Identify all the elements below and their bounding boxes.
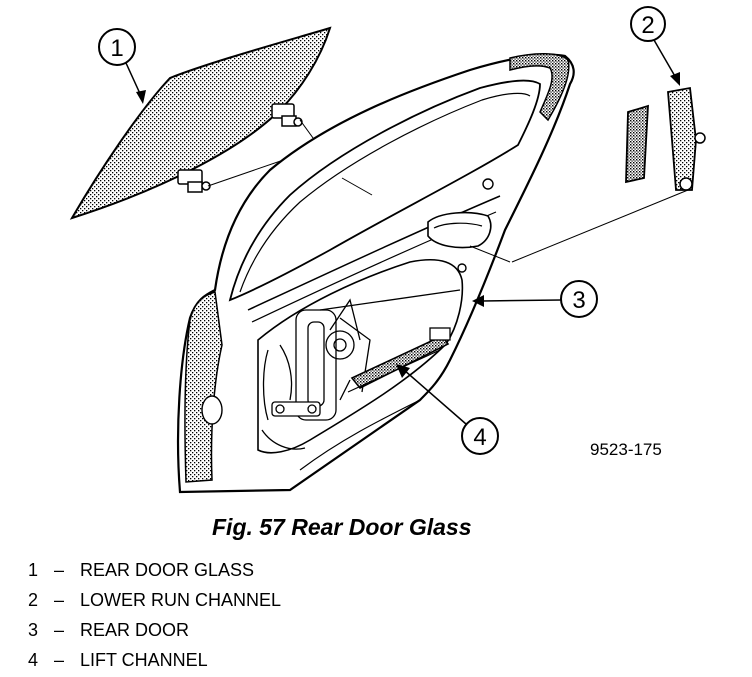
svg-text:1: 1	[110, 35, 123, 62]
legend-item: 4–LIFT CHANNEL	[28, 647, 281, 677]
parts-legend: 1–REAR DOOR GLASS 2–LOWER RUN CHANNEL 3–…	[28, 557, 281, 677]
legend-number: 3	[28, 620, 39, 640]
legend-item: 3–REAR DOOR	[28, 617, 281, 647]
legend-separator: –	[54, 590, 65, 610]
callout-4: 4	[396, 364, 499, 455]
legend-item: 2–LOWER RUN CHANNEL	[28, 587, 281, 617]
legend-item: 1–REAR DOOR GLASS	[28, 557, 281, 587]
figure-code: 9523-175	[590, 440, 662, 459]
callout-3: 3	[472, 280, 598, 318]
glass-clip-lower	[177, 169, 211, 193]
lift-channel-part	[347, 327, 451, 393]
svg-text:4: 4	[473, 424, 486, 451]
legend-separator: –	[54, 650, 65, 670]
svg-text:2: 2	[641, 12, 654, 39]
window-regulator	[261, 289, 461, 450]
glass-clip-upper	[271, 103, 303, 127]
legend-label: LOWER RUN CHANNEL	[80, 590, 282, 610]
legend-separator: –	[54, 560, 65, 580]
legend-separator: –	[54, 620, 65, 640]
callout-2: 2	[630, 6, 680, 86]
svg-text:3: 3	[572, 287, 585, 314]
legend-number: 2	[28, 590, 39, 610]
legend-label: LIFT CHANNEL	[80, 650, 208, 670]
rear-door-glass-diagram: 1 2 3 4 9523-175	[69, 6, 706, 494]
rear-door-glass-part	[69, 26, 343, 220]
lower-run-channel-part	[511, 86, 706, 263]
legend-number: 4	[28, 650, 39, 670]
callout-1: 1	[98, 28, 146, 104]
legend-number: 1	[28, 560, 39, 580]
legend-label: REAR DOOR GLASS	[80, 560, 255, 580]
legend-label: REAR DOOR	[80, 620, 190, 640]
figure-caption: Fig. 57 Rear Door Glass	[212, 514, 472, 540]
rear-door-part	[176, 53, 575, 494]
